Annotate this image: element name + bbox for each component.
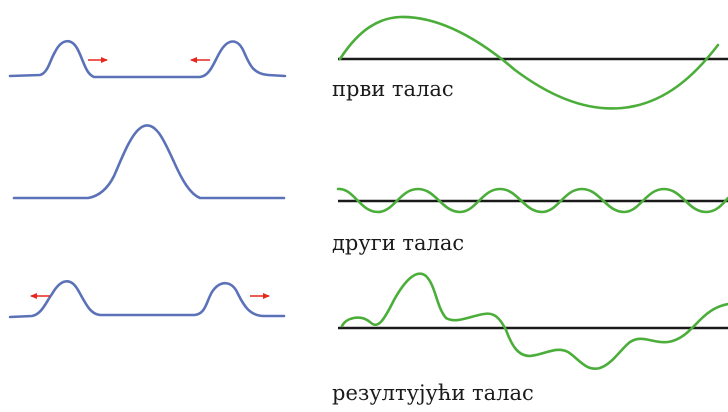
pulse-pair-approaching bbox=[8, 39, 287, 79]
result-wave bbox=[340, 272, 728, 370]
pulse-pair-separating bbox=[8, 280, 286, 319]
pulse-combined bbox=[12, 124, 286, 200]
second-wave bbox=[336, 187, 728, 214]
second-wave-label: други талас bbox=[332, 231, 465, 255]
result-wave-label: резултујући талас bbox=[332, 381, 534, 405]
first-wave bbox=[338, 15, 720, 110]
first-wave-label: први талас bbox=[332, 77, 454, 101]
